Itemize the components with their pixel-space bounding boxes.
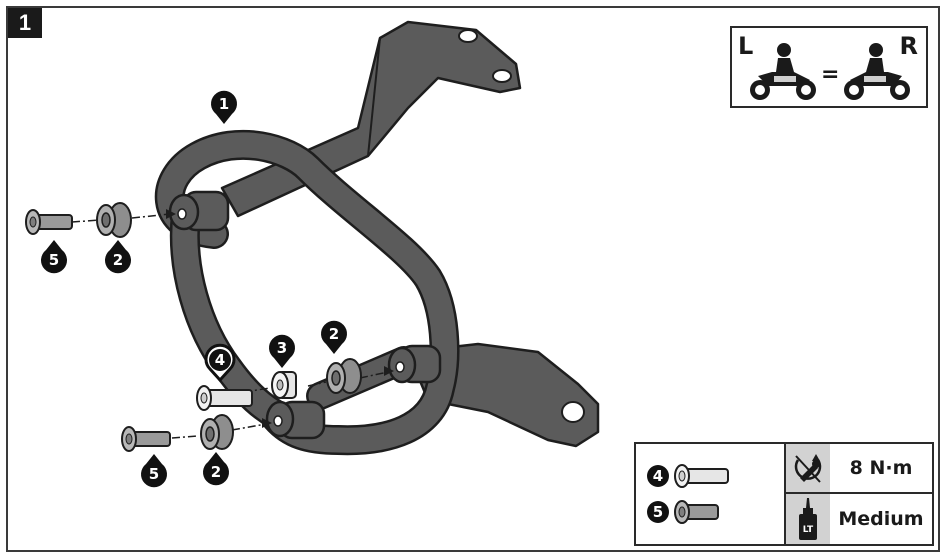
torque-wrench-icon: [794, 454, 822, 483]
assembly-diagram: 1 2 5 3 2 4 2 5: [25, 20, 600, 488]
spacer-2-lower-left: [200, 414, 234, 450]
left-right-symmetry-indicator: L = R: [730, 26, 928, 108]
svg-text:2: 2: [329, 325, 339, 343]
svg-text:2: 2: [113, 251, 123, 269]
svg-text:5: 5: [49, 251, 59, 269]
short-bolt-icon: [674, 500, 719, 524]
frame-boss-lower-left: [265, 400, 326, 440]
washer-3: [271, 371, 297, 399]
svg-text:4: 4: [653, 467, 663, 485]
instruction-panel: 1 2 5 3 2 4 2 5 1: [6, 6, 940, 552]
right-label: R: [899, 32, 918, 60]
callout-3: 3: [269, 334, 295, 368]
bolt-5-upper: [25, 209, 73, 235]
svg-text:5: 5: [149, 465, 159, 483]
torque-value: 8 N·m: [849, 457, 913, 479]
bolt-4: [196, 385, 253, 411]
frame-boss-upper: [168, 190, 230, 232]
svg-text:3: 3: [277, 339, 287, 357]
equals-sign: =: [821, 62, 840, 87]
callout-2-lower-right: 2: [321, 320, 347, 354]
upper-mounting-bracket: [220, 20, 522, 218]
step-number-badge: 1: [8, 8, 42, 38]
svg-text:4: 4: [215, 351, 225, 369]
spacer-2-lower-right: [326, 358, 362, 394]
motorcycle-right-icon: [844, 43, 910, 100]
left-label: L: [738, 32, 754, 60]
spec-values: 8 N·m LT Medium: [784, 444, 932, 544]
threadlocker-cell: LT Medium: [786, 494, 932, 544]
svg-text:LT: LT: [803, 525, 814, 535]
spacer-2-upper: [96, 202, 132, 238]
bolt-5-lower: [121, 426, 171, 452]
motorcycle-left-icon: [750, 43, 816, 100]
callout-2-upper: 2: [105, 240, 131, 274]
threadlocker-value: Medium: [838, 508, 924, 530]
spec-parts-cell: 4 5: [647, 464, 729, 524]
spec-callout-4: 4: [647, 465, 669, 487]
callout-1: 1: [211, 90, 237, 124]
callout-4: 4: [204, 343, 236, 383]
svg-text:2: 2: [211, 463, 221, 481]
fastener-spec-table: 4 5: [634, 442, 934, 546]
callout-2-lower-left: 2: [203, 452, 229, 486]
spec-callout-5: 5: [647, 501, 669, 523]
callout-5-lower: 5: [141, 454, 167, 488]
frame-boss-lower-right: [387, 344, 442, 384]
assembly-arrowheads: [166, 209, 394, 428]
callout-5-upper: 5: [41, 240, 67, 274]
long-bolt-icon: [674, 464, 729, 488]
torque-cell: 8 N·m: [786, 444, 932, 494]
threadlocker-bottle-icon: LT: [799, 498, 817, 540]
svg-text:5: 5: [653, 503, 663, 521]
svg-text:1: 1: [219, 95, 229, 113]
assembly-lines: [71, 213, 389, 439]
